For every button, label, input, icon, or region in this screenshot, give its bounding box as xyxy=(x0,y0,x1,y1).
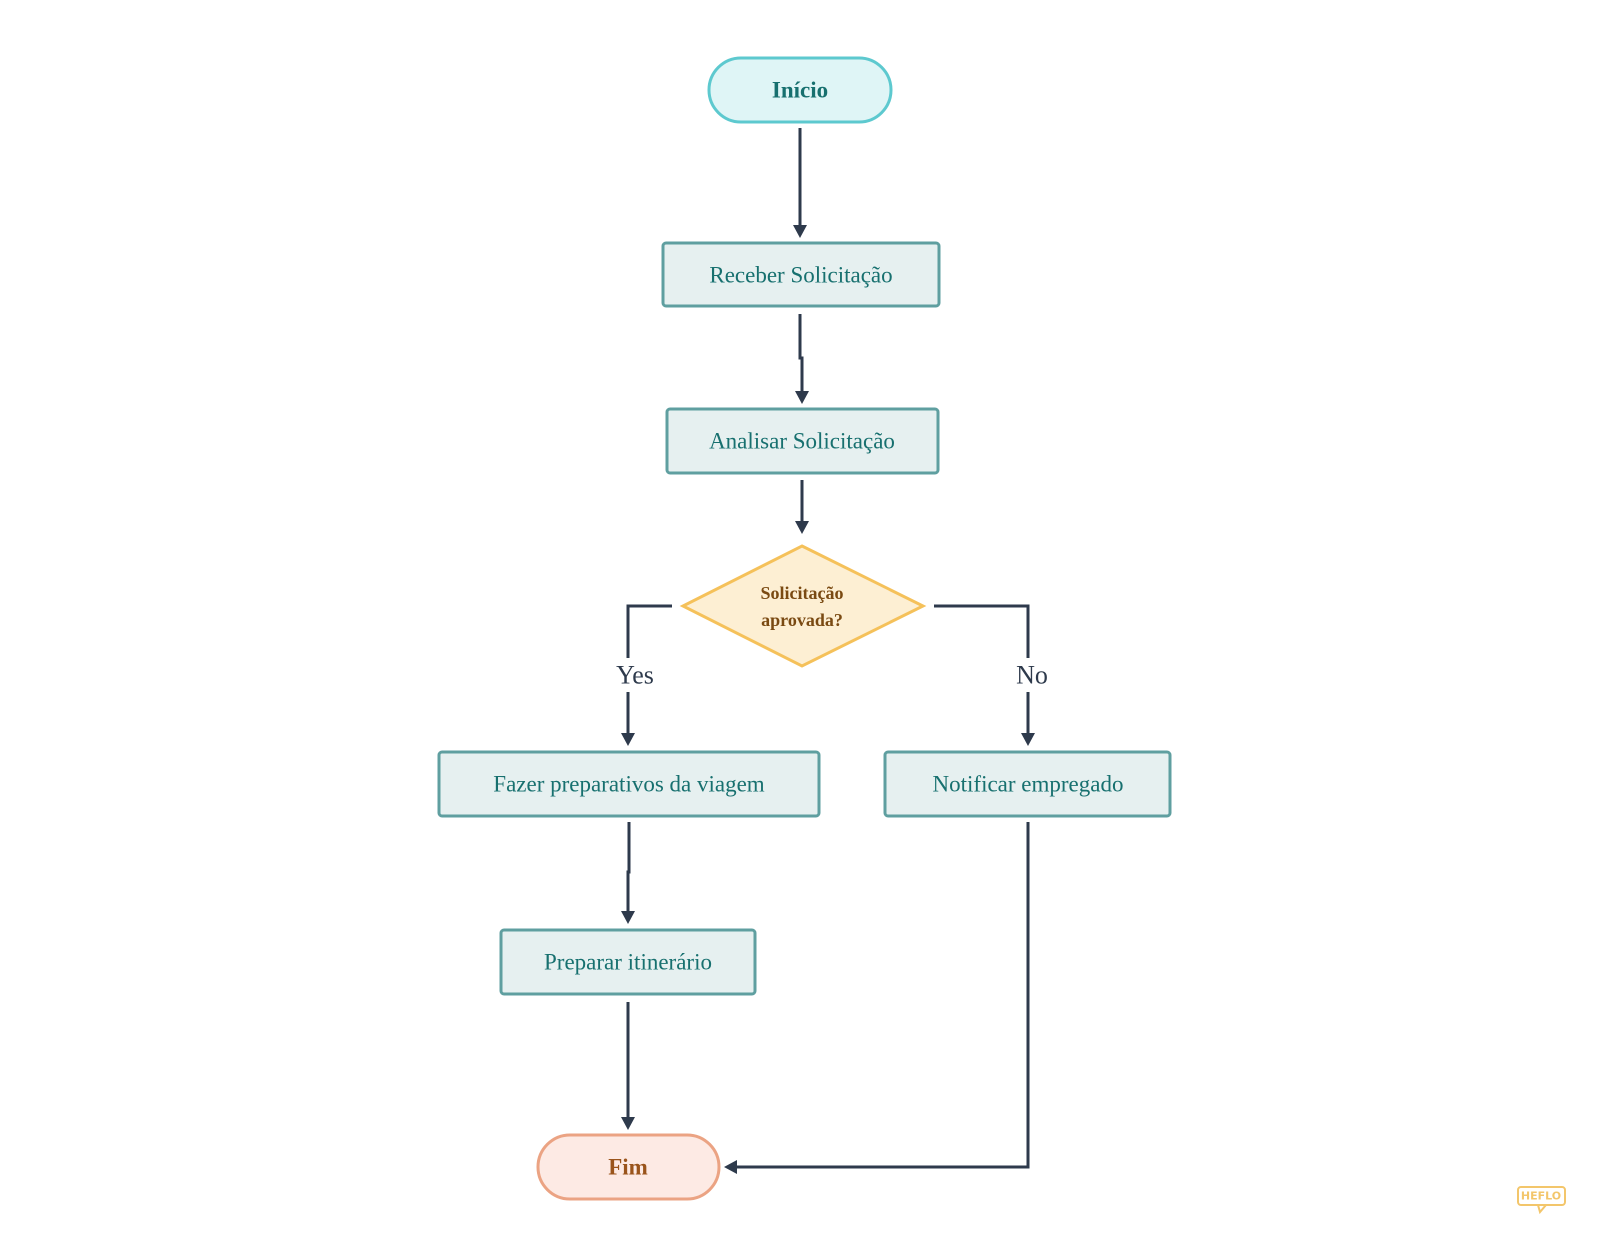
edge-receber-analisar xyxy=(795,314,809,404)
node-preparar-itinerario[interactable]: Preparar itinerário xyxy=(499,928,757,996)
node-notificar-empregado-label: Notificar empregado xyxy=(933,772,1124,797)
node-decisao-line1: Solicitação xyxy=(761,583,844,603)
node-decisao-line2: aprovada? xyxy=(761,610,843,630)
node-notificar-empregado[interactable]: Notificar empregado xyxy=(883,750,1172,818)
edge-decisao-preparativos xyxy=(621,604,672,746)
edge-itinerario-fim xyxy=(621,1002,635,1130)
node-analisar-solicitacao-label: Analisar Solicitação xyxy=(709,429,895,454)
edge-label-yes-text: Yes xyxy=(616,661,654,690)
edge-label-no-text: No xyxy=(1016,661,1048,690)
node-fim-label: Fim xyxy=(608,1155,648,1180)
edge-label-yes: Yes xyxy=(608,658,654,692)
node-decisao-aprovada[interactable]: Solicitação aprovada? xyxy=(679,544,927,668)
heflo-logo-text: HEFLO xyxy=(1521,1190,1561,1203)
node-receber-solicitacao[interactable]: Receber Solicitação xyxy=(661,241,941,308)
node-preparar-itinerario-label: Preparar itinerário xyxy=(544,950,712,975)
node-fim[interactable]: Fim xyxy=(536,1133,721,1201)
edges xyxy=(621,128,1035,1174)
edge-notificar-fim xyxy=(724,822,1030,1174)
node-inicio[interactable]: Início xyxy=(707,56,893,124)
edge-inicio-receber xyxy=(793,128,807,238)
node-fazer-preparativos-label: Fazer preparativos da viagem xyxy=(493,772,765,797)
heflo-logo: HEFLO xyxy=(1517,1186,1566,1215)
node-analisar-solicitacao[interactable]: Analisar Solicitação xyxy=(665,407,940,475)
edge-decisao-notificar xyxy=(934,604,1035,746)
edge-label-no: No xyxy=(1010,658,1048,692)
edge-analisar-decisao xyxy=(795,480,809,534)
node-receber-solicitacao-label: Receber Solicitação xyxy=(709,263,892,288)
edge-preparativos-itinerario xyxy=(621,822,635,924)
node-fazer-preparativos[interactable]: Fazer preparativos da viagem xyxy=(437,750,821,818)
node-inicio-label: Início xyxy=(772,78,828,103)
